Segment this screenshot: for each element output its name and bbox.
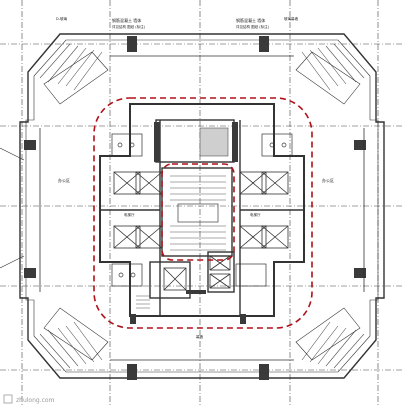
service-rooms [111,133,293,287]
elevator-shafts [113,171,289,291]
watermark-text: zhulong.com [16,397,55,404]
core-boundary [93,97,313,329]
room-labels: 办公区 办公区 电梯厅 电梯厅 幕墙 [58,177,334,339]
room-label-office-east: 办公区 [322,177,334,183]
leader-lines [0,147,25,269]
bottom-note: 幕墙 [196,334,203,339]
top-annotations: 钢筋混凝土 墙体 详见结构 图纸 (标注) 钢筋混凝土 墙体 详见结构 图纸 (… [56,16,298,29]
perimeter-columns [24,36,366,380]
top-label-center-right: 钢筋混凝土 墙体 [236,17,265,23]
corner-glazing [39,43,365,369]
top-label-far-left: D-玻璃 [56,16,67,21]
top-label-center-left-sub: 详见结构 图纸 (标注) [112,24,146,29]
room-label-lobby-upper: 电梯厅 [124,212,135,217]
watermark: zhulong.com [3,394,55,404]
building-outline [19,33,385,379]
top-label-far-right: 玻璃幕墙 [284,16,298,21]
top-label-center-right-sub: 详见结构 图纸 (标注) [236,24,270,29]
top-label-center-left: 钢筋混凝土 墙体 [112,17,141,23]
room-label-lobby-lower: 电梯厅 [250,212,261,217]
core-accents [130,122,246,324]
room-label-office-west: 办公区 [58,177,70,183]
side-bays [39,55,365,361]
watermark-logo-icon [3,394,13,404]
stairs [136,127,229,309]
